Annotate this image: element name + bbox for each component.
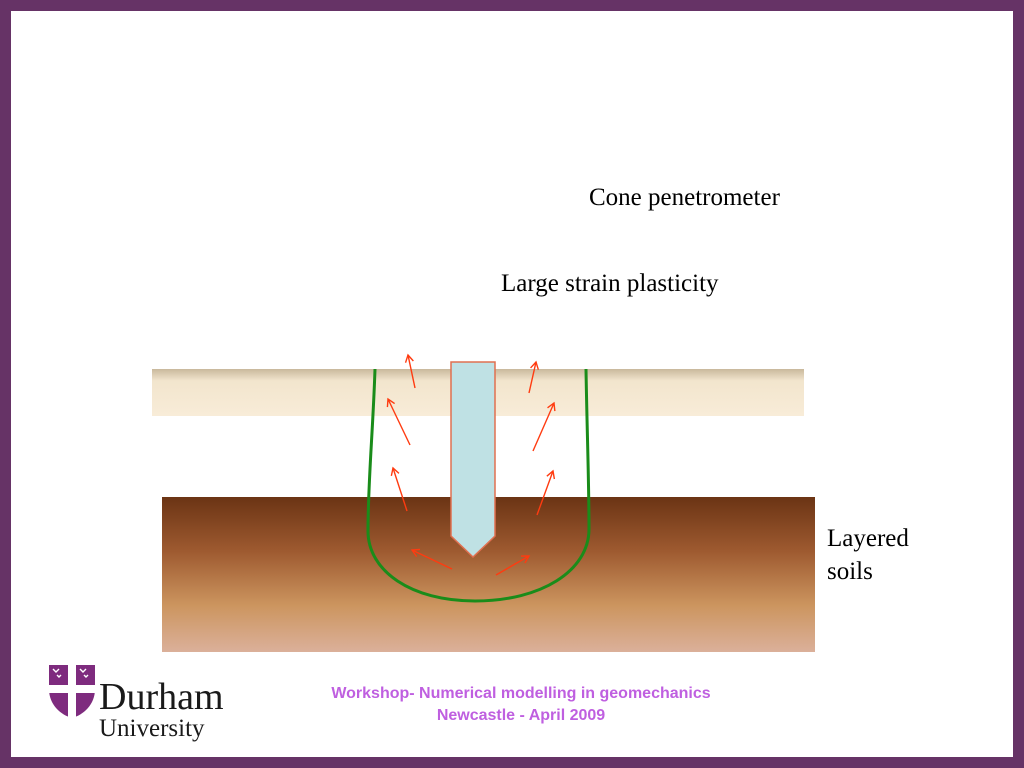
footer-workshop-title: Workshop- Numerical modelling in geomech… (331, 685, 711, 702)
large-strain-plasticity-label: Large strain plasticity (501, 270, 719, 297)
displacement-arrow (532, 401, 556, 452)
durham-university-logo: Durham University (47, 661, 247, 751)
plastic-zone-boundary (366, 368, 591, 603)
footer: Workshop- Numerical modelling in geomech… (271, 683, 771, 727)
displacement-arrow (528, 360, 540, 394)
displacement-arrow (536, 469, 556, 516)
layered-soils-label: Layered soils (827, 525, 909, 585)
displacement-arrow (495, 555, 531, 576)
displacement-arrow (386, 397, 411, 446)
logo-subtitle: University (99, 715, 205, 742)
logo-name: Durham (99, 676, 224, 718)
cone-penetration-diagram (152, 353, 815, 652)
cone-penetrometer-label: Cone penetrometer (589, 184, 780, 211)
displacement-arrow (410, 548, 453, 570)
displacement-arrow (404, 353, 416, 389)
displacement-arrow (390, 466, 408, 512)
durham-crest-icon (49, 665, 95, 718)
footer-location-date: Newcastle - April 2009 (436, 707, 606, 724)
displacement-arrows (386, 353, 556, 576)
cone-penetrometer-shape (450, 361, 496, 559)
